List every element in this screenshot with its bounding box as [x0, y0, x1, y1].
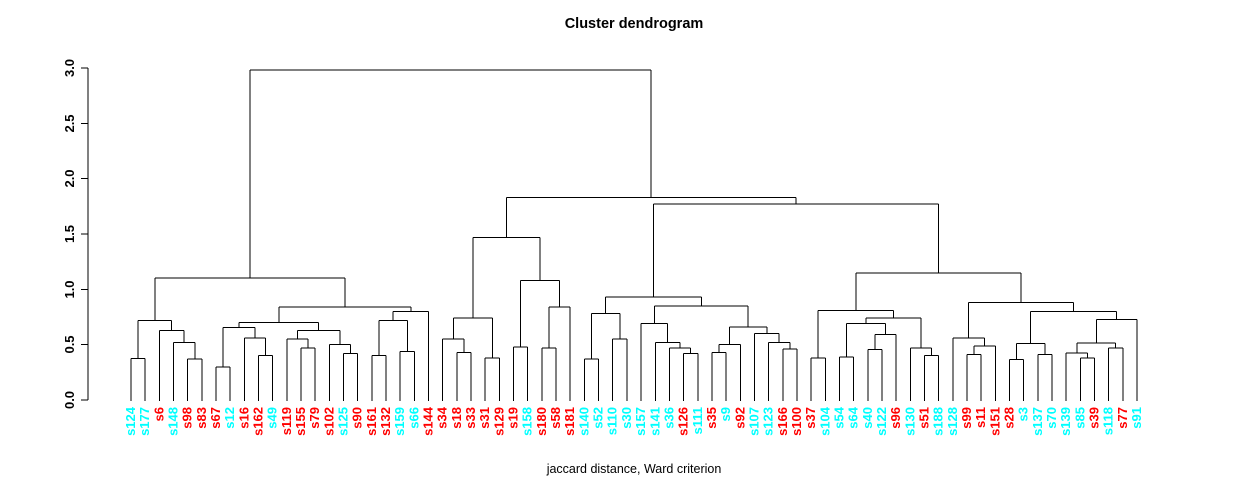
y-tick-label: 3.0 — [62, 59, 77, 77]
leaf-label-s118: s118 — [1101, 407, 1116, 435]
leaf-label-s19: s19 — [506, 407, 521, 429]
leaf-label-s162: s162 — [251, 407, 266, 436]
leaf-label-s16: s16 — [237, 407, 252, 429]
leaf-label-s67: s67 — [208, 407, 223, 429]
y-tick-label: 2.5 — [62, 114, 77, 132]
leaf-label-s18: s18 — [449, 407, 464, 429]
leaf-label-s177: s177 — [137, 407, 152, 436]
y-tick-label: 2.0 — [62, 169, 77, 187]
leaf-label-s11: s11 — [973, 407, 988, 428]
leaf-label-s12: s12 — [222, 407, 237, 429]
leaf-label-s30: s30 — [619, 407, 634, 429]
leaf-label-s180: s180 — [534, 407, 549, 436]
leaf-label-s98: s98 — [180, 407, 195, 429]
leaf-label-s64: s64 — [846, 406, 861, 428]
leaf-label-s52: s52 — [591, 407, 606, 429]
leaf-label-s102: s102 — [322, 407, 337, 436]
leaf-label-s99: s99 — [959, 407, 974, 429]
dendrogram-tree — [130, 69, 1138, 401]
leaf-label-s119: s119 — [279, 407, 294, 435]
leaf-label-s157: s157 — [633, 407, 648, 436]
y-tick-label: 0.0 — [62, 391, 77, 409]
chart-title: Cluster dendrogram — [564, 16, 704, 32]
leaf-label-s125: s125 — [336, 407, 351, 436]
leaf-label-s111: s111 — [690, 407, 705, 435]
leaf-label-s37: s37 — [803, 407, 818, 429]
y-tick-label: 0.5 — [62, 335, 77, 353]
leaf-label-s3: s3 — [1016, 407, 1031, 421]
leaf-label-s70: s70 — [1044, 407, 1059, 429]
leaf-label-s36: s36 — [662, 407, 677, 429]
leaf-label-s79: s79 — [307, 407, 322, 429]
leaf-label-s58: s58 — [548, 407, 563, 429]
leaf-label-s128: s128 — [945, 407, 960, 436]
leaf-label-s110: s110 — [605, 407, 620, 435]
leaf-label-s54: s54 — [832, 406, 847, 428]
leaf-label-s92: s92 — [733, 407, 748, 429]
leaf-label-s148: s148 — [166, 407, 181, 436]
leaf-label-s96: s96 — [888, 407, 903, 429]
leaf-label-s91: s91 — [1129, 407, 1144, 429]
leaf-label-s122: s122 — [874, 407, 889, 436]
leaf-label-s124: s124 — [123, 406, 138, 436]
leaf-label-s100: s100 — [789, 407, 804, 436]
y-axis — [81, 67, 89, 401]
leaf-label-s9: s9 — [718, 407, 733, 421]
leaf-label-s137: s137 — [1030, 407, 1045, 436]
leaf-label-s66: s66 — [407, 407, 422, 429]
leaf-label-s40: s40 — [860, 407, 875, 429]
leaf-label-s35: s35 — [704, 407, 719, 429]
leaf-label-s151: s151 — [988, 407, 1003, 436]
leaf-label-s129: s129 — [492, 407, 507, 436]
leaf-label-s6: s6 — [152, 407, 167, 421]
leaf-label-s77: s77 — [1115, 407, 1130, 429]
leaf-label-s141: s141 — [648, 407, 663, 436]
y-tick-label: 1.5 — [62, 225, 77, 243]
leaf-label-s132: s132 — [378, 407, 393, 436]
leaf-label-s158: s158 — [520, 407, 535, 436]
leaf-label-s161: s161 — [364, 407, 379, 436]
leaf-label-s126: s126 — [676, 407, 691, 436]
x-axis-label: jaccard distance, Ward criterion — [546, 462, 722, 476]
leaf-label-s144: s144 — [421, 406, 436, 436]
leaf-label-s155: s155 — [293, 407, 308, 436]
leaf-label-s83: s83 — [194, 407, 209, 429]
leaf-label-s85: s85 — [1073, 407, 1088, 429]
leaf-label-s28: s28 — [1002, 407, 1017, 429]
leaf-label-s181: s181 — [562, 407, 577, 436]
leaf-label-s49: s49 — [265, 407, 280, 429]
leaf-label-s33: s33 — [463, 407, 478, 429]
leaf-label-s31: s31 — [477, 407, 492, 429]
leaf-label-s104: s104 — [818, 406, 833, 436]
leaf-label-s34: s34 — [435, 406, 450, 428]
leaf-label-s139: s139 — [1058, 407, 1073, 436]
leaf-label-s90: s90 — [350, 407, 365, 429]
leaf-label-s166: s166 — [775, 407, 790, 436]
leaf-label-s123: s123 — [761, 407, 776, 436]
leaf-label-s130: s130 — [903, 407, 918, 436]
leaf-label-s188: s188 — [931, 407, 946, 436]
leaf-label-s39: s39 — [1087, 407, 1102, 429]
leaf-label-s51: s51 — [917, 407, 932, 429]
leaf-label-s140: s140 — [577, 407, 592, 436]
leaf-label-s159: s159 — [392, 407, 407, 436]
y-tick-label: 1.0 — [62, 280, 77, 298]
leaf-label-s107: s107 — [747, 407, 762, 436]
